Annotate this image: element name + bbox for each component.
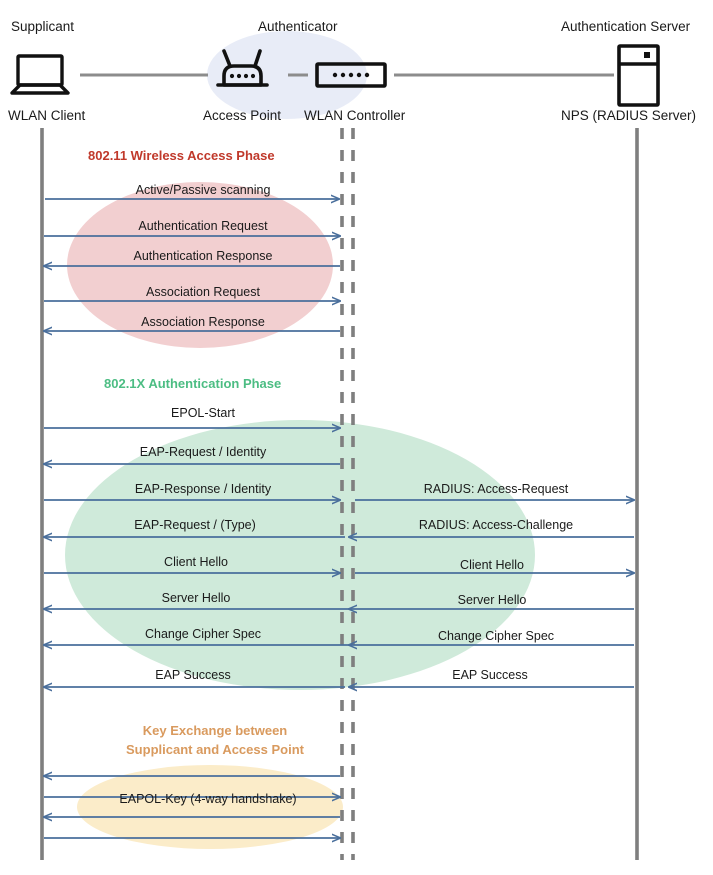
msg-label-authentication-response: Authentication Response	[133, 249, 273, 263]
msg-label-radius-access-challenge: RADIUS: Access-Challenge	[418, 518, 574, 532]
server-led	[644, 52, 650, 58]
msg-label-association-request: Association Request	[146, 285, 260, 299]
laptop-icon	[10, 54, 70, 95]
msg-label-change-cipher-spec-left: Change Cipher Spec	[144, 627, 262, 641]
phase-title-80211: 802.11 Wireless Access Phase	[88, 148, 275, 163]
actor-role-authenticator: Authenticator	[258, 19, 338, 34]
actor-name-wlan-client: WLAN Client	[8, 108, 86, 123]
actor-role-auth-server: Authentication Server	[561, 19, 691, 34]
phase-title-keyexchange-line1: Key Exchange between	[142, 723, 288, 738]
msg-label-eapol-start: EPOL-Start	[171, 406, 235, 420]
msg-label-authentication-request: Authentication Request	[138, 219, 268, 233]
msg-label-association-response: Association Response	[141, 315, 265, 329]
msg-label-client-hello-left: Client Hello	[164, 555, 228, 569]
msg-label-eapol-key-handshake: EAPOL-Key (4-way handshake)	[119, 792, 297, 806]
msg-label-server-hello-right: Server Hello	[457, 593, 527, 607]
msg-label-server-hello-left: Server Hello	[161, 591, 231, 605]
msg-label-active-passive-scanning: Active/Passive scanning	[135, 183, 271, 197]
phase-title-keyexchange-line2: Supplicant and Access Point	[126, 742, 304, 757]
msg-label-change-cipher-spec-right: Change Cipher Spec	[437, 629, 555, 643]
actor-role-supplicant: Supplicant	[11, 19, 75, 34]
access-point-icon	[216, 49, 269, 87]
phase-title-8021x: 802.1X Authentication Phase	[104, 376, 282, 391]
wlan-controller-icon	[315, 62, 387, 88]
msg-label-radius-access-request: RADIUS: Access-Request	[423, 482, 569, 496]
authenticator-group-ellipse	[207, 31, 367, 119]
msg-label-eap-response-identity: EAP-Response / Identity	[134, 482, 272, 496]
server-icon	[617, 44, 660, 107]
msg-label-eap-request-identity: EAP-Request / Identity	[139, 445, 267, 459]
msg-label-eap-request-type: EAP-Request / (Type)	[134, 518, 256, 532]
actor-name-wlan-controller: WLAN Controller	[304, 108, 406, 123]
phase-80211-ellipse	[67, 182, 333, 348]
phase-8021x-ellipse	[65, 420, 535, 690]
phase-keyexchange-ellipse	[77, 765, 343, 849]
phase-title-keyexchange: Key Exchange between Supplicant and Acce…	[100, 721, 330, 759]
msg-label-eap-success-right: EAP Success	[452, 668, 528, 682]
wlan-controller-leds	[332, 72, 370, 78]
access-point-leds	[229, 73, 256, 79]
msg-label-client-hello-right: Client Hello	[460, 558, 524, 572]
actor-name-access-point: Access Point	[203, 108, 282, 123]
actor-name-nps-radius-server: NPS (RADIUS Server)	[561, 108, 697, 123]
msg-label-eap-success-left: EAP Success	[155, 668, 231, 682]
